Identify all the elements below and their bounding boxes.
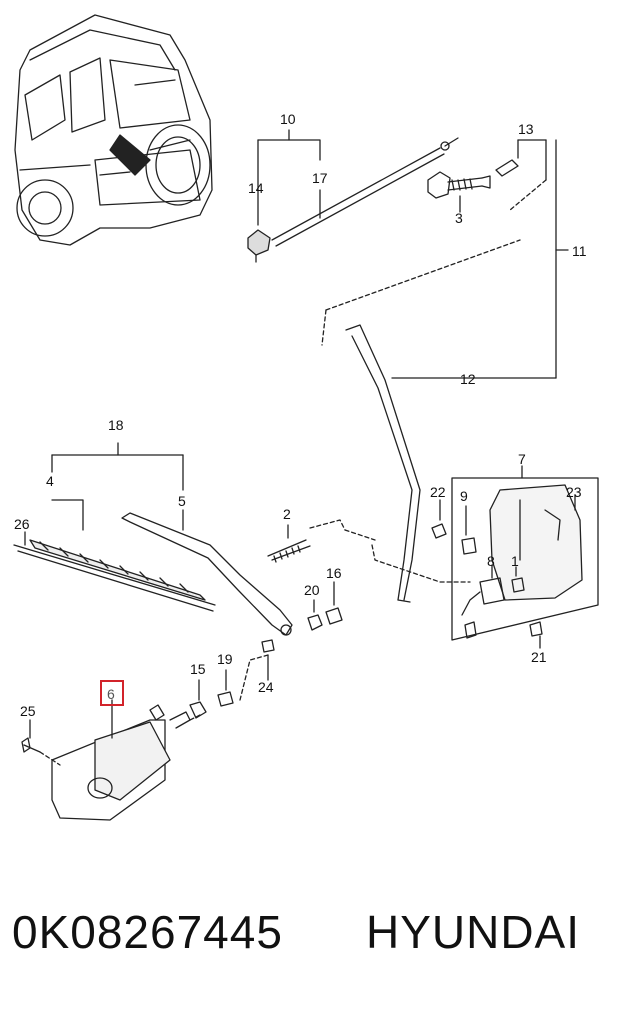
- part-number: 0K08267445: [12, 906, 283, 958]
- callout-16: 16: [326, 565, 342, 581]
- fasteners-group: [189, 519, 346, 719]
- washer-hose-long: [321, 139, 569, 603]
- highlight-box: [100, 680, 124, 706]
- callout-12: 12: [460, 371, 476, 387]
- callout-5: 5: [178, 493, 186, 509]
- callout-10: 10: [280, 111, 296, 127]
- callout-24: 24: [258, 679, 274, 695]
- brand-name: HYUNDAI: [366, 906, 581, 958]
- wiper-blade-group: [13, 442, 293, 636]
- callout-18: 18: [108, 417, 124, 433]
- vehicle-illustration: [14, 14, 213, 246]
- callout-2: 2: [283, 506, 291, 522]
- callout-19: 19: [217, 651, 233, 667]
- callout-21: 21: [531, 649, 547, 665]
- callout-9: 9: [460, 488, 468, 504]
- parts-diagram: 10 14 17 3 13 11 12 18 4 5 26 2 7 22 9 2…: [13, 14, 599, 821]
- callout-22: 22: [430, 484, 446, 500]
- callout-6: 6: [107, 686, 115, 702]
- washer-hose-group: [247, 129, 547, 263]
- washer-reservoir: [371, 465, 599, 649]
- callout-20: 20: [304, 582, 320, 598]
- wiper-motor: [21, 699, 201, 821]
- callout-14: 14: [248, 180, 264, 196]
- callout-26: 26: [14, 516, 30, 532]
- callout-11: 11: [572, 243, 587, 259]
- callout-23: 23: [566, 484, 582, 500]
- callout-13: 13: [518, 121, 534, 137]
- callout-25: 25: [20, 703, 36, 719]
- callout-17: 17: [312, 170, 328, 186]
- callout-1: 1: [511, 553, 519, 569]
- callout-15: 15: [190, 661, 206, 677]
- callout-3: 3: [455, 210, 463, 226]
- callout-4: 4: [46, 473, 54, 489]
- footer: 0K08267445 HYUNDAI: [0, 905, 620, 975]
- callout-labels: 10 14 17 3 13 11 12 18 4 5 26 2 7 22 9 2…: [14, 111, 587, 719]
- callout-7: 7: [518, 451, 526, 467]
- callout-8: 8: [487, 553, 495, 569]
- callout-6-highlight[interactable]: 6: [100, 680, 124, 706]
